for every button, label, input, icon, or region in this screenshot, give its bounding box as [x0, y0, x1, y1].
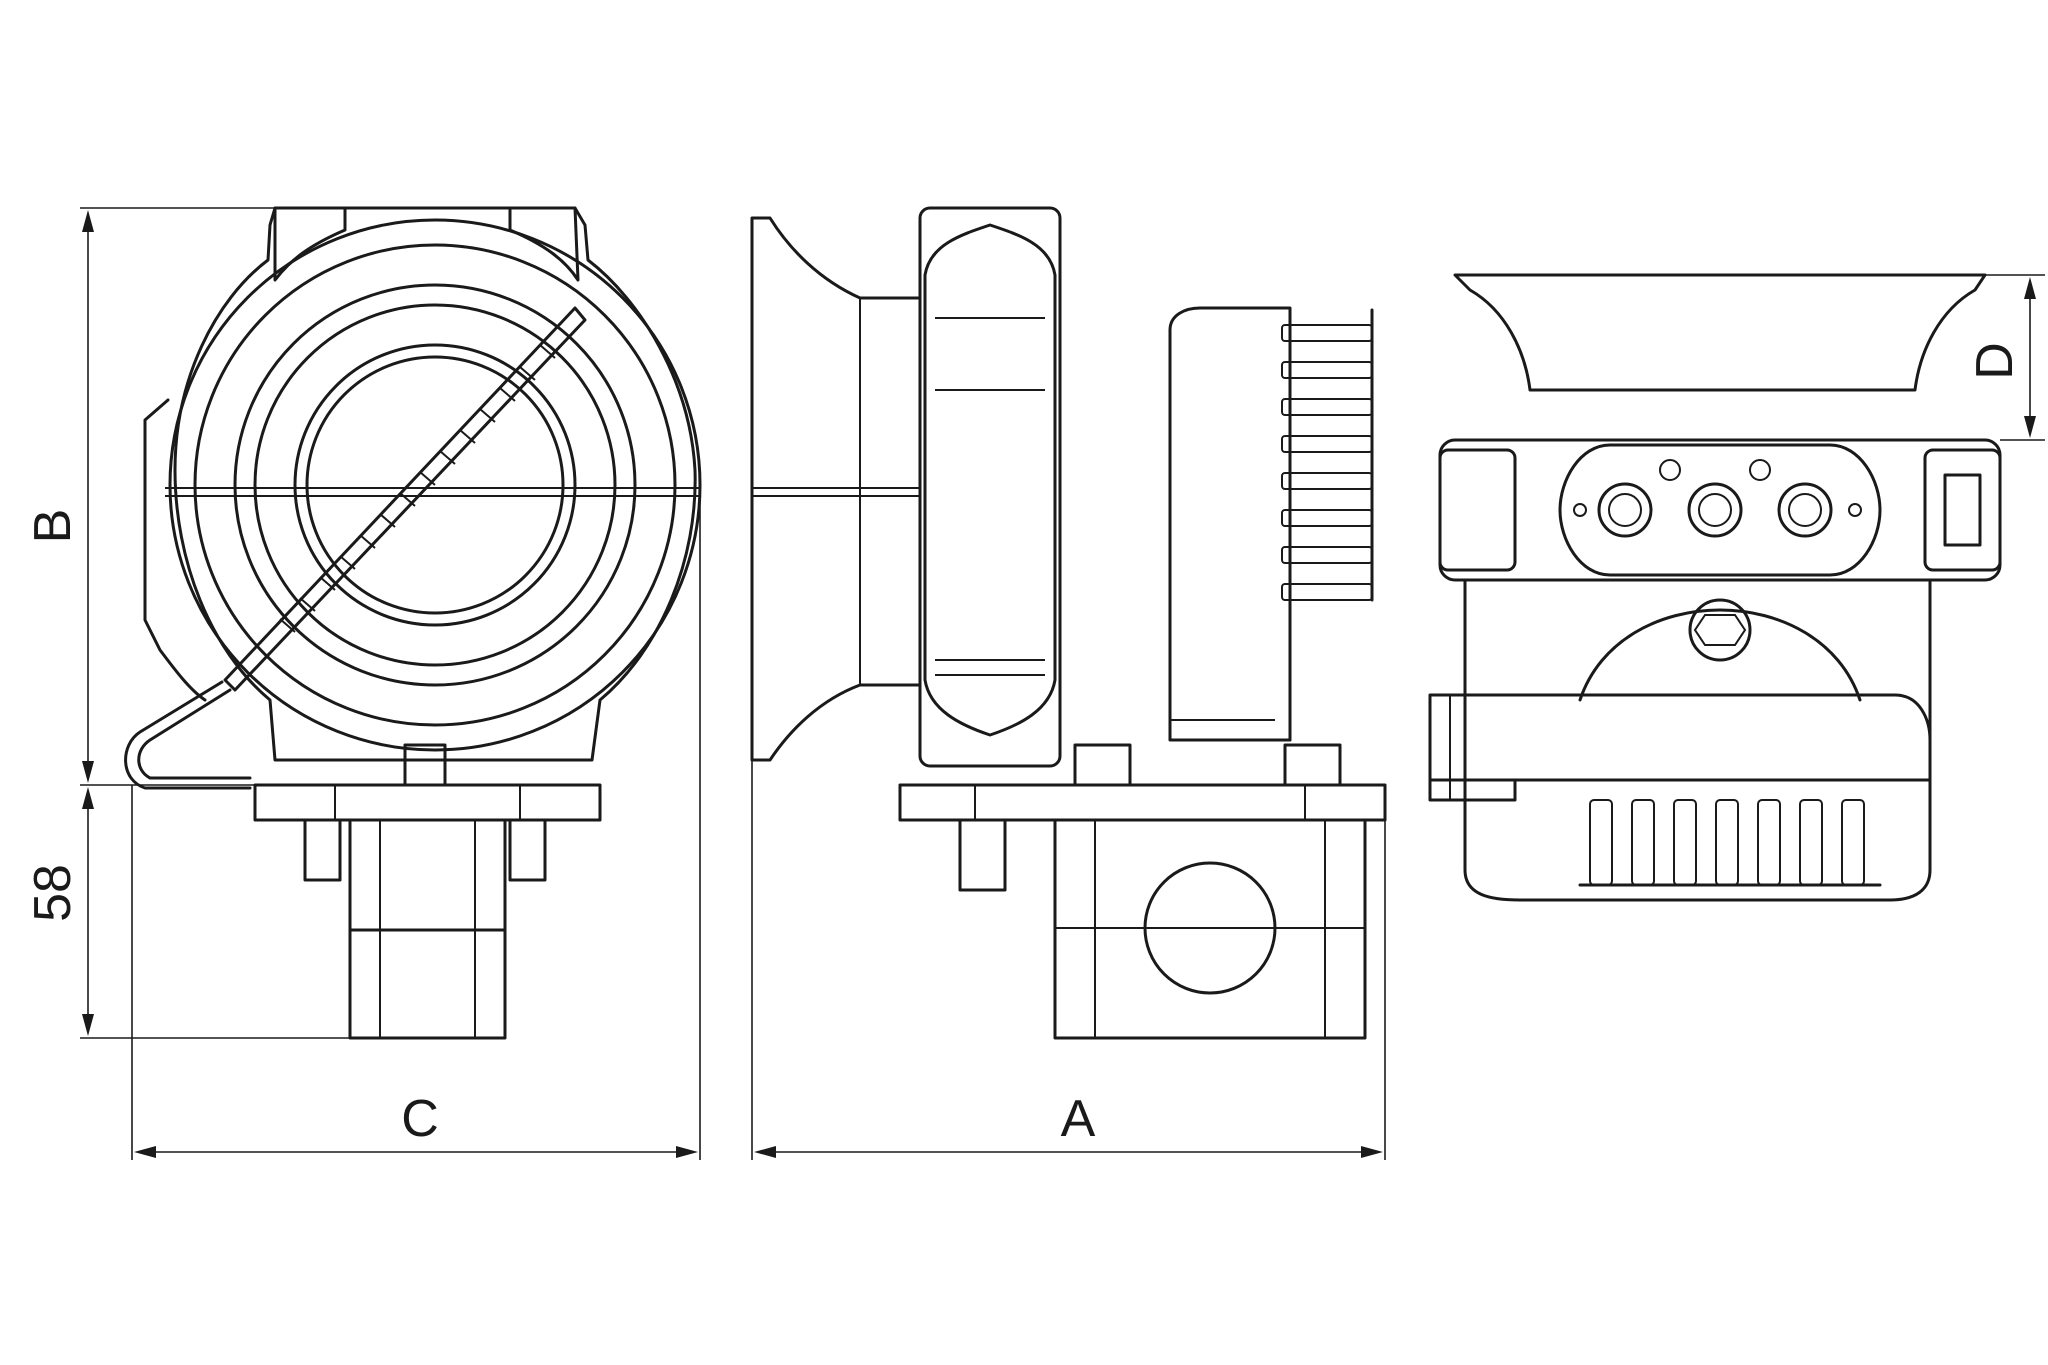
front-view — [124, 206, 702, 1040]
dimension-c-label: C — [401, 1090, 439, 1148]
dimension-b-label: B — [24, 509, 82, 544]
top-view — [1428, 273, 2002, 902]
dimension-58-label: 58 — [24, 864, 82, 922]
side-view — [750, 206, 1387, 1040]
dimension-d-label: D — [1966, 342, 2024, 380]
dimension-a-label: A — [1061, 1090, 1096, 1148]
dimension-lines — [80, 207, 2045, 1160]
